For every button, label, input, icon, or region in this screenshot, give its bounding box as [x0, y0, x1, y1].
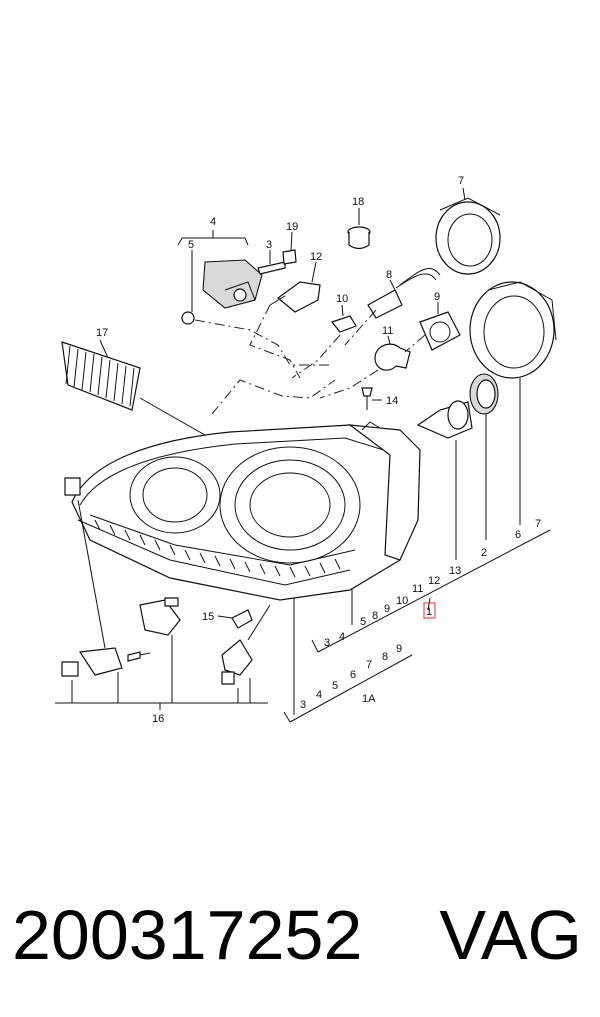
callout-5: 5	[188, 239, 194, 251]
headlight-exploded-diagram: 4 5 3 19 12 18 7 8 10 9 11 17 14 15 16 3…	[55, 175, 557, 725]
part-16-group	[55, 499, 271, 710]
part-4-group	[177, 230, 297, 325]
part-number: 200317252	[12, 896, 363, 974]
part-2-cap	[469, 373, 499, 540]
callout-8: 8	[386, 269, 392, 281]
callout-15: 15	[202, 611, 214, 623]
callout-3-row1: 3	[324, 637, 330, 649]
part-7-cover	[435, 187, 501, 275]
callout-6: 6	[515, 529, 521, 541]
footer: 200317252 VAG	[0, 880, 600, 990]
leader-lines	[283, 529, 551, 723]
part-12-bulb	[269, 261, 321, 313]
assembly-lines	[194, 304, 426, 415]
part-18-plug	[347, 208, 371, 250]
callout-7: 7	[458, 175, 464, 187]
part-8-wiring	[367, 267, 441, 319]
headlight-housing	[64, 421, 421, 601]
callout-3-row2: 3	[300, 699, 306, 711]
callout-4: 4	[210, 216, 216, 228]
callout-7-row2: 7	[366, 659, 372, 671]
callout-8-row2: 8	[382, 651, 388, 663]
callout-12: 12	[310, 251, 322, 263]
callout-9-row2: 9	[396, 643, 402, 655]
callout-3: 3	[266, 239, 272, 251]
highlight-box-1	[423, 602, 436, 619]
callout-12-row1: 12	[428, 575, 440, 587]
callout-11-row1: 11	[412, 583, 423, 595]
callout-6-row2: 6	[350, 669, 356, 681]
callout-4-row2: 4	[316, 689, 322, 701]
part-14-screw	[361, 387, 382, 410]
callout-9: 9	[434, 291, 440, 303]
callout-14: 14	[386, 395, 398, 407]
part-9-holder	[419, 302, 461, 351]
callout-2: 2	[481, 547, 487, 559]
brand-label: VAG	[439, 896, 582, 974]
callout-1: 1	[426, 606, 432, 618]
callout-9-row1: 9	[384, 603, 390, 615]
callout-10-row1: 10	[396, 595, 408, 607]
callout-5-row2: 5	[332, 680, 338, 692]
part-11-bulb	[374, 335, 411, 371]
part-6-cover	[469, 281, 557, 525]
callout-5-row1: 5	[360, 616, 366, 628]
callout-11: 11	[382, 325, 393, 337]
part-13-bulb	[416, 400, 473, 560]
callout-1A: 1A	[362, 693, 376, 705]
callout-16: 16	[152, 713, 164, 725]
callout-13: 13	[449, 565, 461, 577]
part-10-bulb	[330, 304, 357, 333]
callout-10: 10	[336, 293, 348, 305]
callout-19: 19	[286, 221, 298, 233]
callout-labels: 4 5 3 19 12 18 7 8 10 9 11 17 14 15 16 3…	[96, 175, 541, 725]
callout-18: 18	[352, 196, 364, 208]
callout-4-row1: 4	[339, 631, 345, 643]
callout-7-row1: 7	[535, 518, 541, 530]
callout-8-row1: 8	[372, 610, 378, 622]
callout-17: 17	[96, 327, 108, 339]
